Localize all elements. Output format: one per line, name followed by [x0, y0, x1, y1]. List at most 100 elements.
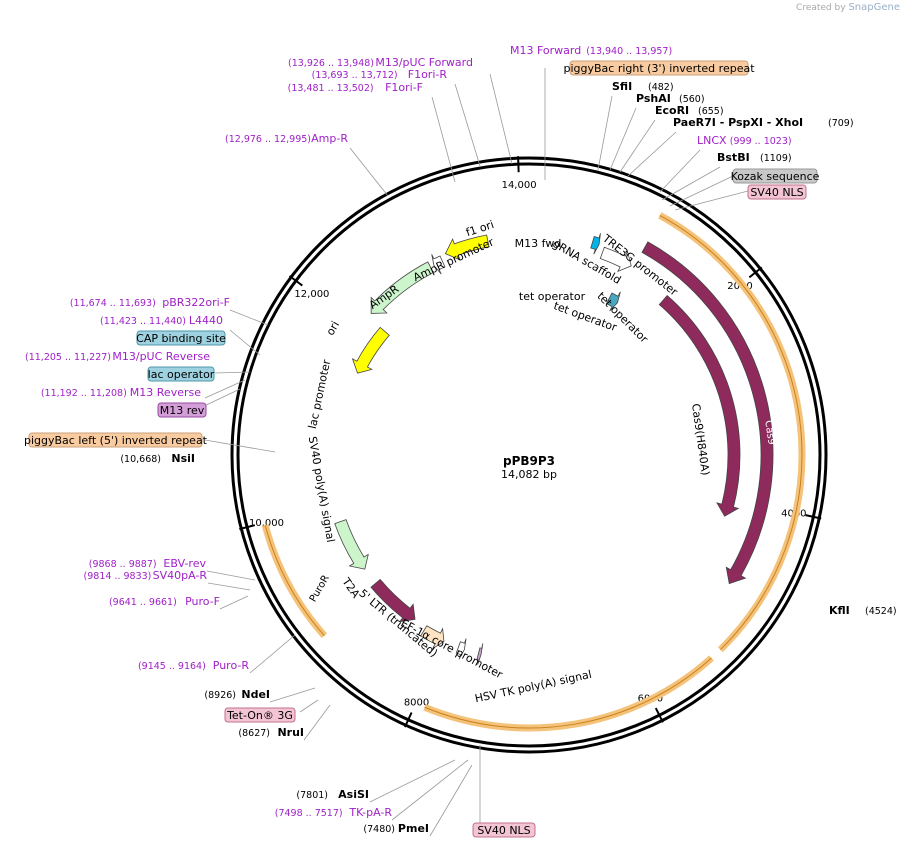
site-name: KflI	[829, 604, 850, 617]
boxed-label-bg	[224, 707, 296, 723]
site-ndei-7: NdeI(8926)	[204, 688, 270, 701]
primer-name: Puro-F	[185, 595, 220, 608]
leader-line-18	[204, 439, 276, 453]
boxed-label-text: Kozak sequence	[731, 170, 820, 183]
primer-lncx-5: LNCX(999 .. 1023)	[697, 134, 792, 147]
feature-tre3g-promoter	[599, 246, 632, 273]
primer-position: (11,205 .. 11,227)	[25, 352, 111, 363]
primer-name: F1ori-R	[408, 68, 448, 81]
site-ecori-2: EcoRI (655)	[655, 104, 724, 117]
boxed-label-text: SV40 NLS	[477, 824, 530, 837]
site-position: (7801)	[296, 790, 328, 801]
leader-line-2	[609, 107, 637, 171]
leader-line-11	[431, 96, 456, 183]
leader-line-20	[207, 582, 251, 591]
boxed-label-piggybac-right-3-inverted-repeat-0: piggyBac right (3') inverted repeat	[563, 60, 755, 76]
site-position: (709)	[828, 118, 854, 129]
site-position: (655)	[698, 106, 724, 117]
boxed-label-text: Tet-On® 3G	[226, 709, 293, 722]
primer-tk-pa-r-14: TK-pA-R(7498 .. 7517)	[275, 806, 393, 819]
site-name: BstBI	[717, 151, 750, 164]
site-name: NdeI	[241, 688, 270, 701]
boxed-label-bg	[472, 822, 536, 838]
boxed-label-lac-operator-4: lac operator	[147, 366, 215, 382]
primer-name: M13 Reverse	[130, 386, 201, 399]
primer-position: (13,693 .. 13,712)	[312, 70, 398, 81]
primer-name: SV40pA-R	[153, 569, 208, 582]
leader-line-9	[489, 73, 513, 165]
boxed-label-cap-binding-site-3: CAP binding site	[136, 330, 226, 346]
boxed-label-bg	[732, 168, 818, 184]
inner-label-ef-1-core-promoter-9: EF-1α core promoter	[399, 617, 506, 682]
primer-position: (9814 .. 9833)	[84, 571, 152, 582]
boxed-label-bg	[136, 330, 226, 346]
primer-m13-forward-0: M13 Forward(13,940 .. 13,957)	[510, 44, 672, 57]
primer-pbr322ori-f-6: pBR322ori-F(11,674 .. 11,693)	[70, 296, 230, 309]
site-name: PshAI	[636, 92, 671, 105]
primer-position: (9145 .. 9164)	[138, 661, 206, 672]
primer-position: (13,926 .. 13,948)	[288, 58, 374, 69]
feature-ampr	[370, 261, 434, 314]
leader-line-3	[619, 119, 656, 173]
primer-ebv-rev-10: EBV-rev(9868 .. 9887)	[89, 557, 207, 570]
site-name: PmeI	[398, 822, 429, 835]
site-name: EcoRI	[655, 104, 689, 117]
primer-position: (999 .. 1023)	[730, 136, 792, 147]
primer-position: (9641 .. 9661)	[109, 597, 177, 608]
credit-brand: SnapGene	[848, 2, 900, 13]
inner-label-cas9-h840a-17: Cas9(H840A)	[689, 403, 712, 477]
backbone-outer-ring	[230, 156, 828, 754]
leader-line-24	[299, 699, 319, 713]
site-asisi-9: AsiSI(7801)	[296, 788, 369, 801]
inner-label-sv40-poly-a-signal-5: SV40 poly(A) signal	[306, 435, 337, 543]
boxed-label-text: SV40 NLS	[750, 186, 803, 199]
site-paer7i-pspxi-xhoi-3: PaeR7I - PspXI - XhoI(709)	[673, 116, 854, 129]
site-position: (10,668)	[120, 454, 161, 465]
inner-label-m13-fwd-11: M13 fwd	[515, 237, 562, 250]
primer-sv40pa-r-11: SV40pA-R(9814 .. 9833)	[84, 569, 208, 582]
primer-name: Puro-R	[213, 659, 250, 672]
boxed-label-bg	[569, 60, 749, 76]
tick-2000	[748, 266, 763, 279]
primer-m13-puc-reverse-8: M13/pUC Reverse(11,205 .. 11,227)	[25, 350, 210, 363]
site-position: (7480)	[363, 824, 395, 835]
leader-line-17	[199, 388, 241, 409]
tick-label-8000: 8000	[404, 698, 429, 709]
site-pshai-1: PshAI(560)	[636, 92, 705, 105]
tick-14000	[517, 156, 520, 173]
leader-line-13	[229, 309, 269, 326]
leader-line-26	[369, 759, 456, 803]
feature-tet-operator	[605, 291, 621, 312]
feature-f1-ori	[444, 234, 490, 261]
tick-8000	[404, 712, 413, 728]
primer-name: F1ori-F	[385, 81, 423, 94]
outer-band-line-cas9-h840a	[424, 657, 712, 729]
site-position: (482)	[648, 82, 674, 93]
primer-f1ori-r-2: F1ori-R (13,693 .. 13,712)	[312, 68, 448, 81]
leader-line-5	[659, 149, 701, 193]
tick-6000	[654, 707, 664, 723]
boxed-label-sv40-nls-8: SV40 NLS	[472, 822, 536, 838]
feature-5-ltr-truncated	[370, 578, 416, 623]
primer-name: M13/pUC Forward	[375, 56, 473, 69]
site-name: NruI	[277, 726, 304, 739]
leader-lines-group	[199, 68, 749, 837]
leader-line-25	[303, 704, 331, 741]
site-position: (1109)	[760, 153, 792, 164]
tick-12000	[288, 275, 303, 287]
leader-line-21	[219, 595, 249, 610]
primer-position: (9868 .. 9887)	[89, 559, 157, 570]
feature-ef-1a-core-promoter	[420, 625, 445, 650]
primer-position: (13,940 .. 13,957)	[586, 46, 672, 57]
outer-band-line-cas9	[659, 214, 803, 651]
site-name: SfiI	[612, 80, 632, 93]
boxed-label-tet-on-3g-7: Tet-On® 3G	[224, 707, 296, 723]
site-kfli-5: KflI(4524)	[829, 604, 897, 617]
primer-name: M13/pUC Reverse	[112, 350, 210, 363]
tick-label-10000: 10,000	[249, 518, 284, 529]
site-sfii-0: SfiI (482)	[612, 80, 674, 93]
primer-m13-puc-forward-1: M13/pUC Forward(13,926 .. 13,948)	[288, 56, 473, 69]
inner-label-lac-promoter-4: lac promoter	[306, 358, 333, 430]
primer-position: (11,192 .. 11,208)	[41, 388, 127, 399]
inner-label-tet-operator-14: tet operator	[519, 290, 586, 303]
